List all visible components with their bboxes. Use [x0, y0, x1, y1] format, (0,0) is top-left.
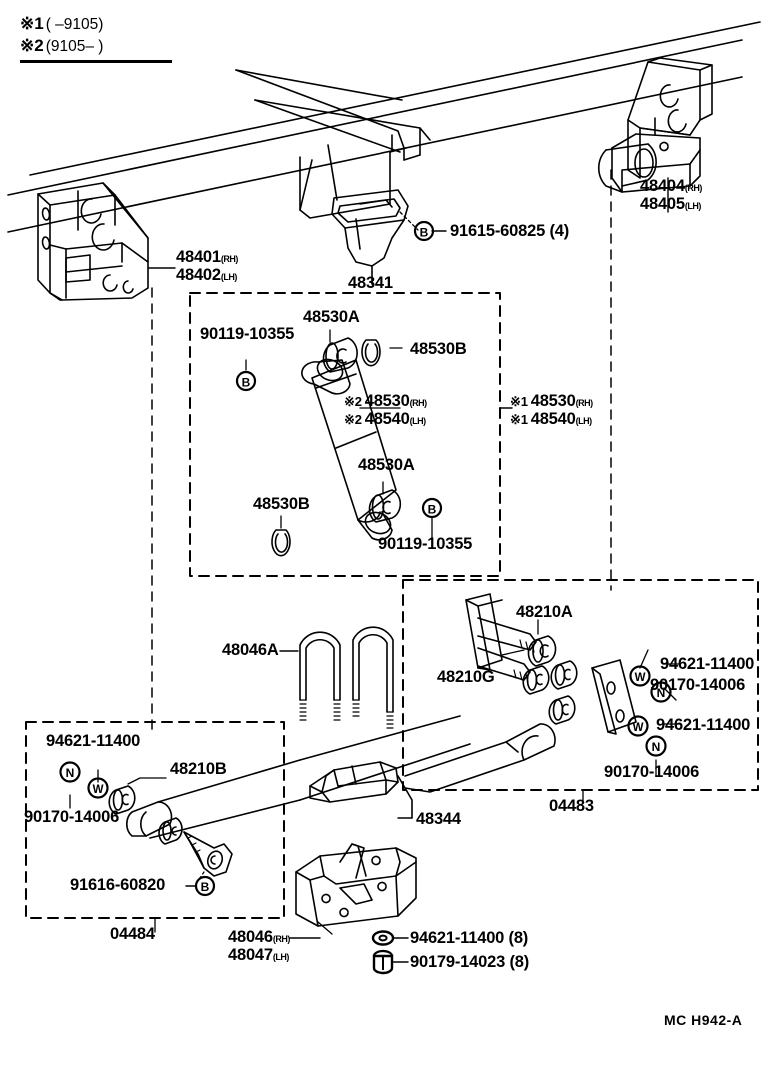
label-bracket-front: 48401(RH)	[176, 248, 238, 266]
legend-row-1: ※1( –9105)	[20, 14, 103, 34]
label-clip: 48344	[416, 810, 461, 828]
diagram-code: MC H942-A	[664, 1012, 743, 1028]
label-u-bolt: 48046A	[222, 641, 279, 659]
label-shackle-nut-bottom: 90170-14006	[604, 763, 700, 781]
marker-glyphs: B B B B W W	[59, 220, 672, 975]
svg-text:B: B	[420, 226, 429, 240]
label-shackle-nut-top: 90170-14006	[650, 676, 746, 694]
label-bracket-rear: 48404(RH)	[640, 177, 702, 195]
label-shackle-bush: 48210G	[437, 668, 495, 686]
label-shackle-kit: 04483	[549, 797, 594, 815]
svg-text:B: B	[201, 880, 210, 894]
svg-text:N: N	[66, 766, 75, 780]
label-pin-bolt: 91616-60820	[70, 876, 166, 894]
svg-text:W: W	[93, 784, 104, 796]
label-spring-seat-rh: 48046(RH)	[228, 928, 290, 946]
label-shackle-plate: 48210A	[516, 603, 573, 621]
label-bumper-stop-bolt: 91615-60825 (4)	[450, 222, 570, 240]
label-bush-bottom: 48530A	[358, 456, 415, 474]
legend-text-2: (9105– )	[45, 38, 104, 55]
legend-mark-2: ※2	[20, 36, 44, 55]
svg-text:N: N	[652, 740, 661, 754]
legend-row-2: ※2(9105– )	[20, 36, 103, 56]
label-seat-nut: 90179-14023 (8)	[410, 953, 530, 971]
legend-text-1: ( –9105)	[45, 16, 104, 33]
label-ring-bottom: 48530B	[253, 495, 310, 513]
label-bumper-stop: 48341	[348, 274, 393, 292]
svg-text:B: B	[242, 376, 251, 390]
svg-text:N: N	[657, 686, 666, 700]
label-nut-bottom: 90119-10355	[378, 535, 473, 553]
label-spring-seat-lh: 48047(LH)	[228, 946, 289, 964]
label-bracket-front-lh: 48402(LH)	[176, 266, 237, 284]
svg-text:W: W	[635, 672, 646, 684]
label-shackle-washer-top: 94621-11400	[660, 655, 755, 673]
label-bracket-rear-lh: 48405(LH)	[640, 195, 701, 213]
label-shackle-washer-bottom: 94621-11400	[656, 716, 751, 734]
label-pin-nut: 90170-14006	[24, 808, 120, 826]
svg-text:B: B	[428, 503, 437, 517]
label-pin-kit: 04484	[110, 925, 155, 943]
label-pin-bush: 48210B	[170, 760, 227, 778]
legend-mark-1: ※1	[20, 14, 44, 33]
label-pin-washer: 94621-11400	[46, 732, 141, 750]
label-nut-top: 90119-10355	[200, 325, 295, 343]
legend-underline	[20, 60, 172, 63]
label-bush-top: 48530A	[303, 308, 360, 326]
label-ring-top: 48530B	[410, 340, 467, 358]
svg-text:W: W	[633, 722, 644, 734]
label-seat-washer: 94621-11400 (8)	[410, 929, 529, 947]
